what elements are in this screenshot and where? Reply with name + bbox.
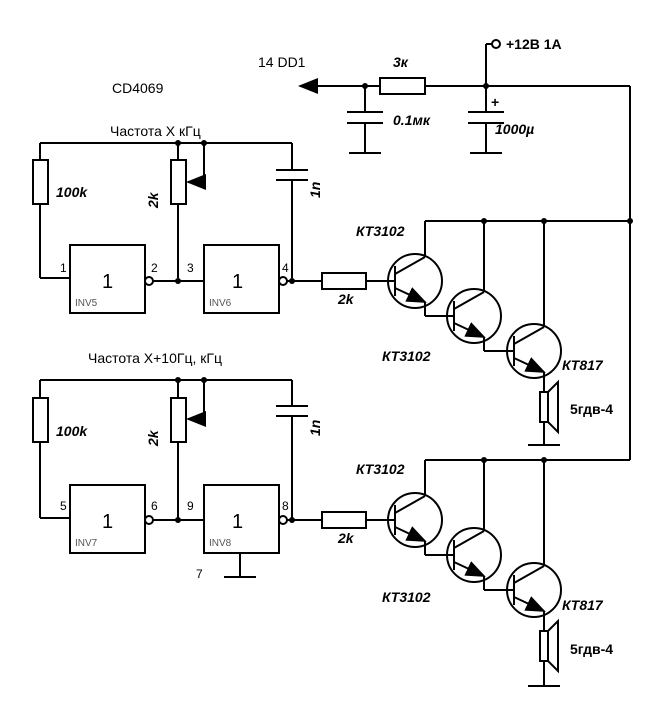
resistor-2k-ch2 xyxy=(321,511,367,529)
gate-inv6 xyxy=(203,244,280,314)
chip-label: CD4069 xyxy=(112,80,164,96)
pin-8: 8 xyxy=(282,499,289,513)
channel-2: Частота X+10Гц, кГц 100k 2k 1n 1 INV7 5 … xyxy=(32,350,630,687)
q2-ch2-label: КТ3102 xyxy=(382,589,431,605)
resistor-100k-ch1 xyxy=(32,159,49,205)
speaker-ch2 xyxy=(539,630,549,662)
q3-ch1-label: КТ817 xyxy=(562,357,604,373)
q1-ch2-label: КТ3102 xyxy=(356,461,405,477)
gate-inv8-name: INV8 xyxy=(209,538,232,549)
transistor-q1-ch1 xyxy=(387,253,443,309)
channel-1: Частота X кГц 100k 2k 1n 1 INV5 1 2 3 xyxy=(32,123,633,446)
gate-inv6-symbol: 1 xyxy=(232,271,243,293)
gate-inv7-symbol: 1 xyxy=(102,511,113,533)
channel-1-title: Частота X кГц xyxy=(110,123,201,139)
gate-inv5 xyxy=(69,244,146,314)
pin-1: 1 xyxy=(60,261,67,275)
transistor-q3-ch2 xyxy=(506,562,562,618)
resistor-100k-ch2-label: 100k xyxy=(56,423,88,439)
resistor-2k-ch1-label: 2k xyxy=(337,291,355,307)
gate-inv6-bubble xyxy=(278,276,288,286)
pot-2k-ch2 xyxy=(170,397,187,443)
cap-1n-ch2-label: 1n xyxy=(307,420,323,436)
dd1-pin-label: 14 DD1 xyxy=(258,54,306,70)
resistor-2k-ch2-label: 2k xyxy=(337,530,355,546)
transistor-q1-ch2 xyxy=(387,492,443,548)
cap-0-1uF-label: 0.1мк xyxy=(393,112,431,128)
cap-plus-sign: + xyxy=(491,94,499,110)
power-terminal xyxy=(491,39,501,49)
channel-2-title: Частота X+10Гц, кГц xyxy=(88,350,222,366)
pin-3: 3 xyxy=(187,261,194,275)
gate-inv8-bubble xyxy=(278,515,288,525)
pot-2k-ch2-label: 2k xyxy=(145,429,161,447)
resistor-3k xyxy=(379,77,426,95)
gate-inv5-bubble xyxy=(144,276,154,286)
resistor-2k-ch1 xyxy=(321,272,367,290)
q3-ch2-label: КТ817 xyxy=(562,597,604,613)
cap-1000uF-label: 1000µ xyxy=(495,121,534,137)
transistor-q3-ch1 xyxy=(506,323,562,379)
pin-4: 4 xyxy=(282,261,289,275)
speaker-ch1-label: 5гдв-4 xyxy=(570,401,613,417)
gate-inv5-symbol: 1 xyxy=(102,271,113,293)
pot-2k-ch1 xyxy=(170,159,187,205)
resistor-100k-ch2 xyxy=(32,397,49,443)
transistor-q2-ch2 xyxy=(446,527,502,583)
resistor-100k-ch1-label: 100k xyxy=(56,184,88,200)
pin-5: 5 xyxy=(60,499,67,513)
gate-inv7-bubble xyxy=(144,515,154,525)
power-label: +12В 1А xyxy=(506,36,562,52)
cap-1n-ch1-label: 1n xyxy=(307,182,323,198)
gate-inv6-name: INV6 xyxy=(209,298,232,309)
pin-9: 9 xyxy=(187,499,194,513)
pin-7: 7 xyxy=(196,567,203,581)
q1-ch1-label: КТ3102 xyxy=(356,223,405,239)
pin-2: 2 xyxy=(151,261,158,275)
power-section: +12В 1А 3к 14 DD1 0.1мк + 1000µ CD4069 xyxy=(112,36,631,460)
q2-ch1-label: КТ3102 xyxy=(382,348,431,364)
speaker-ch2-label: 5гдв-4 xyxy=(570,641,613,657)
gate-inv8 xyxy=(203,484,280,554)
transistor-q2-ch1 xyxy=(446,288,502,344)
gate-inv8-symbol: 1 xyxy=(232,511,243,533)
speaker-ch1 xyxy=(539,391,549,423)
gate-inv7-name: INV7 xyxy=(75,538,98,549)
resistor-3k-label: 3к xyxy=(393,54,409,70)
gate-inv7 xyxy=(69,484,146,554)
pot-2k-ch1-label: 2k xyxy=(145,191,161,209)
gate-inv5-name: INV5 xyxy=(75,298,98,309)
pin-6: 6 xyxy=(151,499,158,513)
